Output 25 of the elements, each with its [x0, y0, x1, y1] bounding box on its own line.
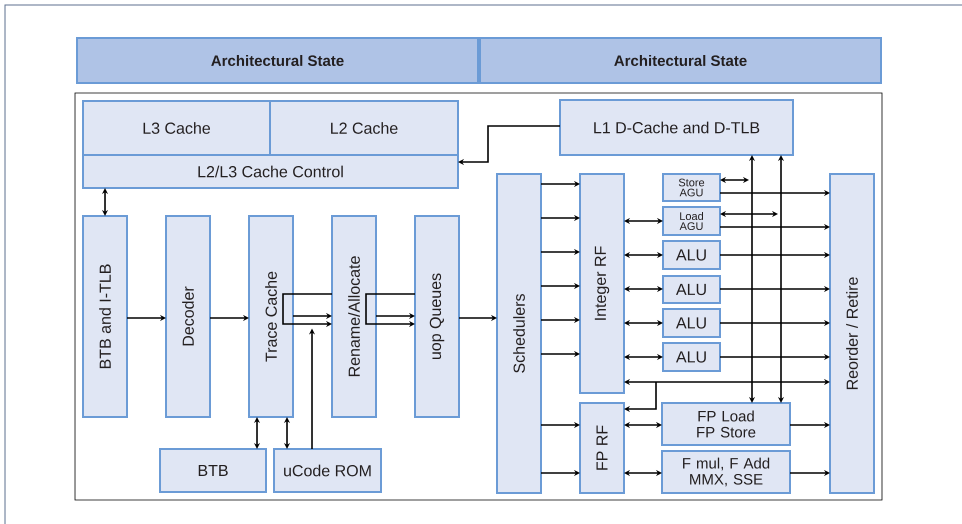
block-box: L2/L3 Cache Control	[82, 154, 459, 189]
block-box: FP RF	[579, 402, 625, 494]
header-band: Architectural State	[76, 37, 479, 84]
block-box: uop Queues	[414, 215, 460, 418]
block-box: BTB	[159, 448, 267, 493]
block-box: Reorder / Retire	[829, 173, 875, 494]
block-box: BTB and I-TLB	[82, 215, 128, 418]
block-box: FP Load FP Store	[661, 402, 791, 446]
block-box: Store AGU	[662, 173, 721, 202]
block-box: L1 D-Cache and D-TLB	[559, 99, 794, 156]
block-box: Load AGU	[662, 206, 721, 236]
block-box: Trace Cache	[248, 215, 294, 418]
block-box: ALU	[662, 308, 721, 338]
header-band: Architectural State	[479, 37, 882, 84]
block-box: ALU	[662, 240, 721, 270]
block-box: L3 Cache	[82, 100, 271, 156]
block-box: F mul, F Add MMX, SSE	[661, 450, 791, 494]
block-box: Schedulers	[496, 173, 542, 494]
block-box: ALU	[662, 342, 721, 372]
block-box: L2 Cache	[269, 100, 459, 156]
block-box: ALU	[662, 275, 721, 304]
block-box: uCode ROM	[273, 448, 382, 493]
block-box: Decoder	[165, 215, 211, 418]
block-box: Integer RF	[579, 173, 625, 394]
block-box: Rename/Allocate	[331, 215, 377, 418]
